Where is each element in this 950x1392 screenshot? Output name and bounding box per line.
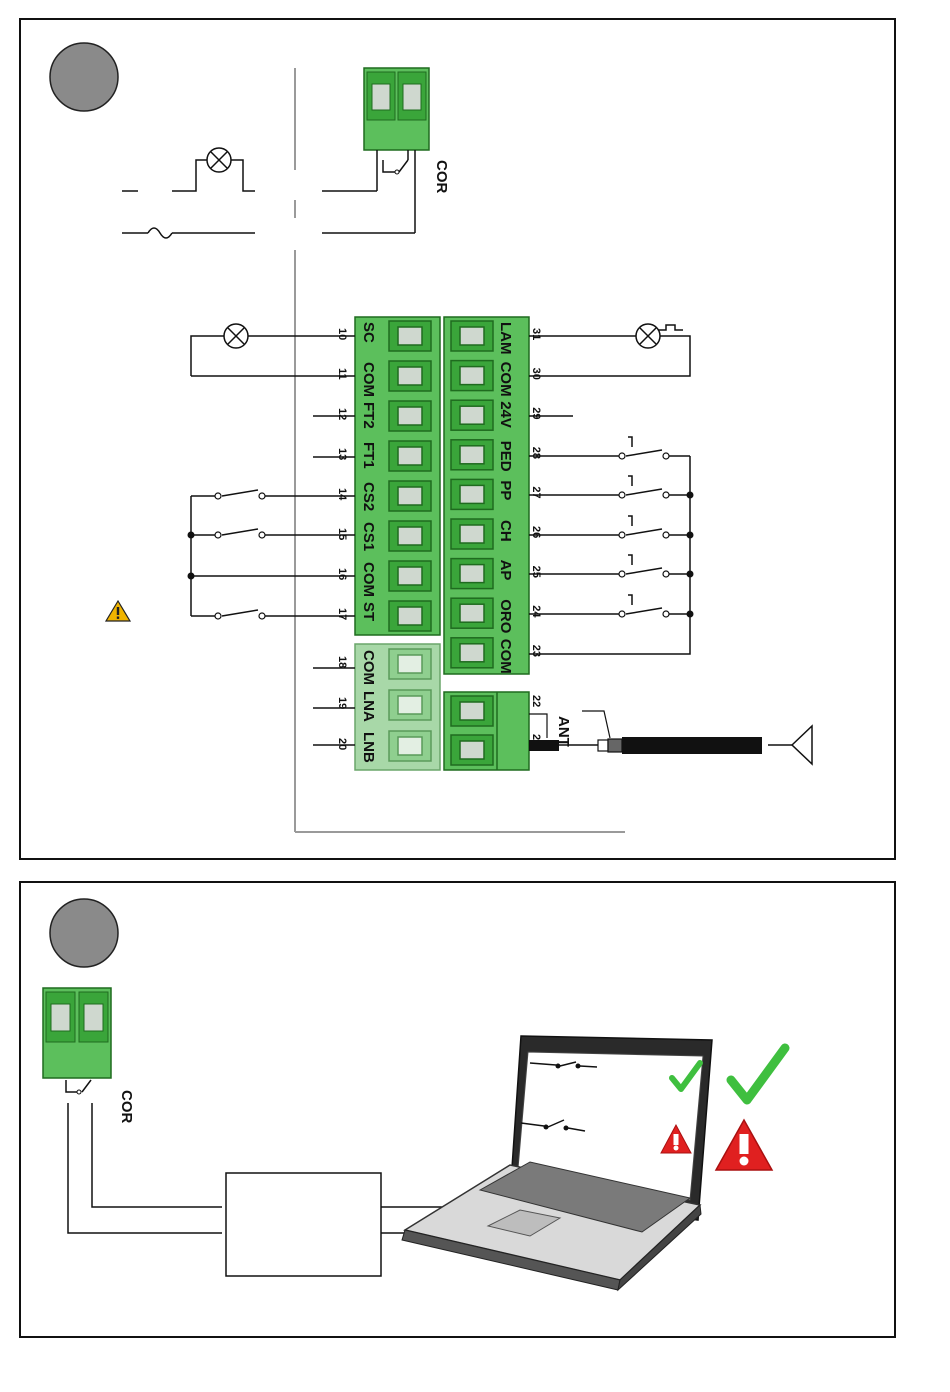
terminal-number: 29 — [530, 407, 542, 419]
relay-contact-dot — [395, 170, 399, 174]
interface-box — [226, 1173, 381, 1276]
terminal-number: 13 — [336, 448, 348, 460]
check-icon-large — [731, 1048, 785, 1100]
panel-2-frame — [20, 882, 895, 1337]
terminal-number: 12 — [336, 408, 348, 420]
terminal-number: 25 — [530, 566, 542, 578]
terminal-label: CS1 — [360, 522, 377, 551]
flashing-lamp-icon-right — [636, 324, 660, 348]
terminal-screw — [451, 361, 493, 391]
terminal-screw — [389, 561, 431, 591]
terminal-number: 16 — [336, 568, 348, 580]
terminal-screw — [389, 361, 431, 391]
terminal-label: PED — [497, 441, 514, 472]
terminal-label: COM — [360, 650, 377, 685]
antenna-icon — [792, 726, 812, 764]
terminal-label: COM — [360, 562, 377, 597]
terminal-label: ST — [360, 602, 377, 621]
terminal-screw — [451, 440, 493, 470]
lamp-circuit — [122, 160, 415, 238]
relay-contact-dot-2 — [77, 1090, 81, 1094]
terminal-label: LAM — [497, 322, 514, 355]
terminal-label: PP — [497, 480, 514, 500]
terminal-number: 20 — [336, 738, 348, 750]
terminal-screw — [451, 598, 493, 628]
terminal-screw — [389, 441, 431, 471]
terminal-screw — [451, 559, 493, 589]
terminal-label: FT1 — [360, 442, 377, 469]
terminal-screw — [389, 321, 431, 351]
terminal-label: COM — [360, 362, 377, 397]
terminal-screw — [389, 649, 431, 679]
terminal-label: FT2 — [360, 402, 377, 429]
step-circle-1 — [50, 43, 118, 111]
terminal-number: 11 — [336, 368, 348, 380]
terminal-screw — [389, 521, 431, 551]
terminal-number: 27 — [530, 486, 542, 498]
terminal-number: 30 — [530, 368, 542, 380]
right-wiring — [529, 325, 690, 654]
terminal-screw — [389, 401, 431, 431]
terminal-label: AP — [497, 560, 514, 581]
terminal-screw — [451, 696, 493, 726]
terminal-number: 22 — [530, 695, 542, 707]
flashing-lamp-icon-left — [224, 324, 248, 348]
switch-contacts-left — [215, 493, 265, 619]
terminal-label: COM — [497, 362, 514, 397]
antenna-label: ANT — [555, 716, 572, 747]
terminal-screw — [451, 400, 493, 430]
terminal-label: COM — [497, 639, 514, 674]
relay-block — [364, 68, 429, 150]
step-circle-2 — [50, 899, 118, 967]
lamp-icon — [207, 148, 231, 172]
terminal-number: 10 — [336, 328, 348, 340]
terminal-number: 17 — [336, 608, 348, 620]
terminal-label: ORO — [497, 599, 514, 634]
terminal-label: CH — [497, 520, 514, 542]
terminal-number: 24 — [530, 605, 542, 618]
terminal-number: 23 — [530, 645, 542, 657]
terminal-number: 15 — [336, 528, 348, 540]
relay-block-2 — [43, 988, 111, 1078]
warning-icon-large — [716, 1120, 772, 1170]
terminal-number: 26 — [530, 526, 542, 538]
terminal-screw — [451, 519, 493, 549]
terminal-screw — [389, 690, 431, 720]
relay-contact — [377, 150, 415, 233]
terminal-number: 14 — [336, 488, 348, 501]
terminal-label: LNA — [360, 691, 377, 722]
terminal-screw — [451, 638, 493, 668]
terminal-screw — [451, 479, 493, 509]
laptop-icon — [402, 1036, 712, 1290]
terminal-label: CS2 — [360, 482, 377, 511]
terminal-screw — [451, 321, 493, 351]
relay-label-2: COR — [118, 1090, 135, 1124]
terminal-screw — [389, 731, 431, 761]
relay-label: COR — [433, 160, 450, 194]
terminal-screw — [389, 601, 431, 631]
warning-icon-small — [106, 601, 130, 621]
terminal-label: LNB — [360, 732, 377, 763]
relay-contact-2 — [66, 1080, 222, 1233]
terminal-number: 28 — [530, 447, 542, 459]
terminal-number: 31 — [530, 328, 542, 340]
left-wiring — [191, 336, 355, 745]
terminal-number: 18 — [336, 656, 348, 668]
terminal-screw — [451, 735, 493, 765]
terminal-label: SC — [360, 322, 377, 343]
terminal-screw — [389, 481, 431, 511]
terminal-label: 24V — [497, 401, 514, 428]
